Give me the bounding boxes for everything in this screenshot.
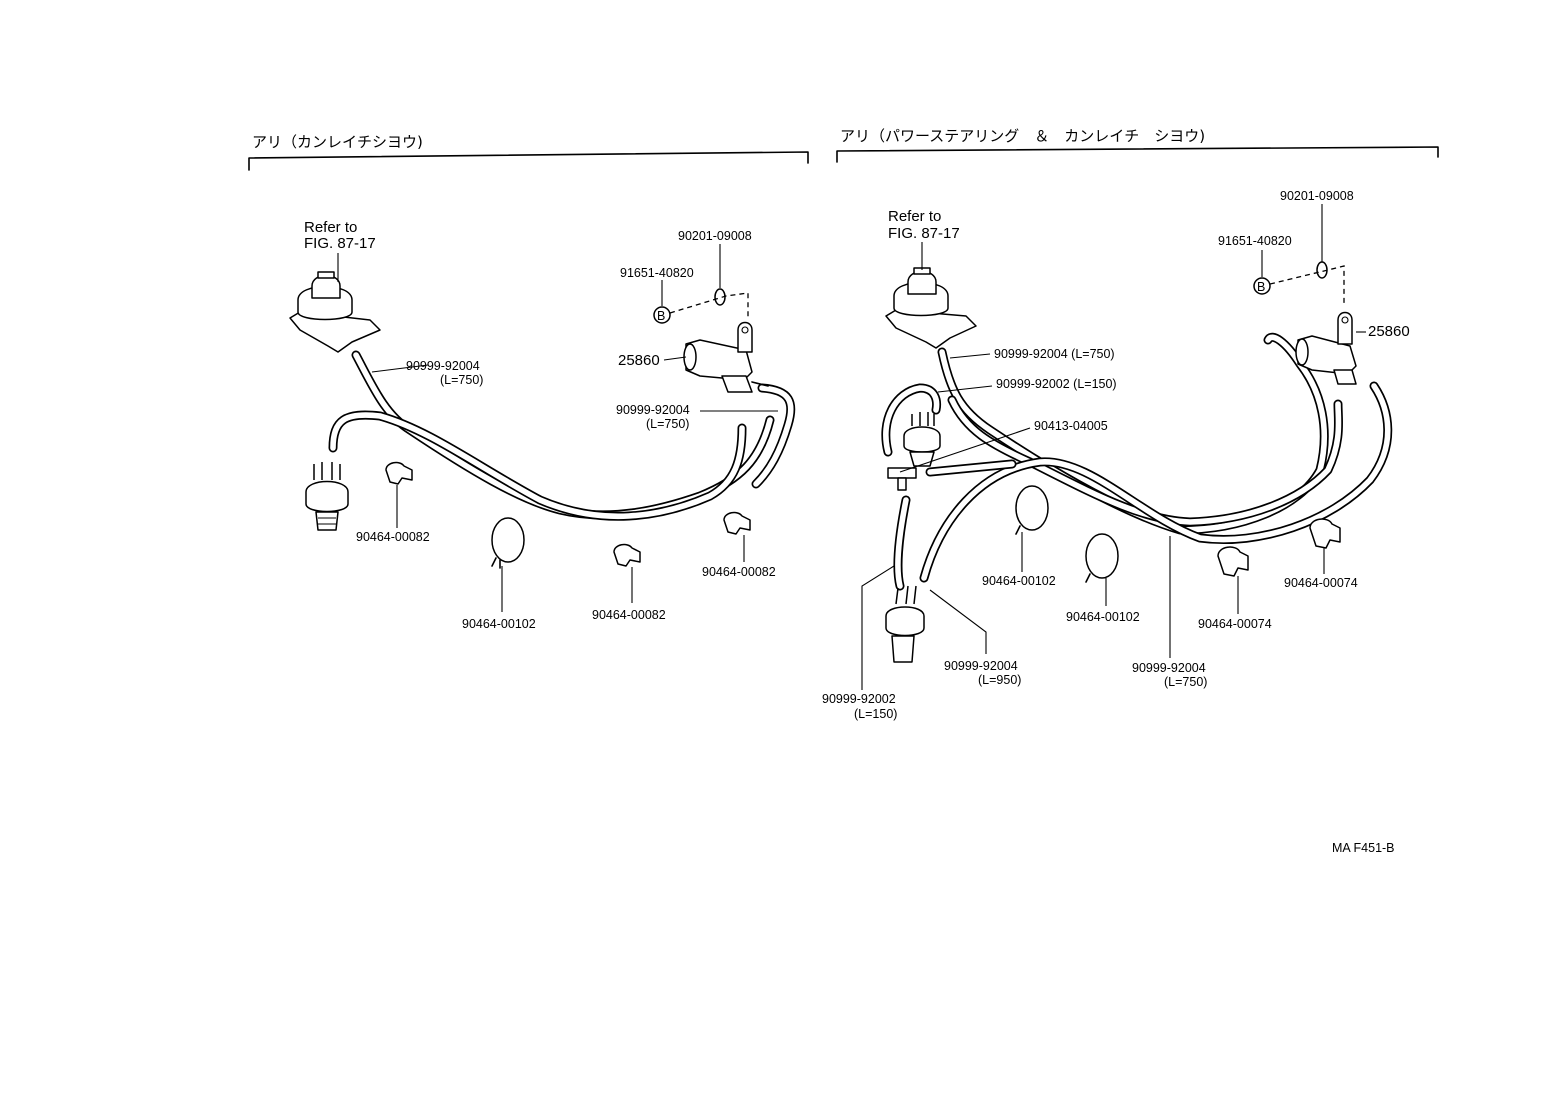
left-washer-icon	[714, 288, 726, 306]
right-tee-joint-icon	[887, 467, 917, 491]
right-label-clamp-b: 90464-00074	[1284, 576, 1358, 590]
right-label-clamp-a: 90464-00074	[1198, 617, 1272, 631]
right-label-90201: 90201-09008	[1280, 189, 1354, 203]
left-band-icon	[491, 517, 525, 569]
right-clamp-a-icon	[1217, 546, 1249, 577]
left-clamp-c-icon	[723, 511, 751, 535]
right-lower-sensor	[885, 585, 925, 663]
right-hose-mid	[947, 395, 1344, 527]
right-label-band-a: 90464-00102	[982, 574, 1056, 588]
left-label-91651: 91651-40820	[620, 266, 694, 280]
left-marker-b-icon	[653, 306, 671, 324]
right-assembly: Refer to FIG. 87-17 25860 90201-09008 B …	[822, 189, 1410, 721]
left-label-hose-right-len: (L=750)	[646, 417, 689, 431]
left-hose-switch	[751, 383, 796, 489]
right-marker-b: B	[1257, 280, 1265, 294]
left-label-clamp-a: 90464-00082	[356, 530, 430, 544]
left-assembly: Refer to FIG. 87-17 25860 90201-09008 B …	[289, 219, 796, 631]
right-label-hose-a: 90999-92004 (L=750)	[994, 347, 1115, 361]
right-label-25860: 25860	[1368, 323, 1410, 340]
right-refer-line1: Refer to	[888, 208, 941, 225]
right-label-band-b: 90464-00102	[1066, 610, 1140, 624]
right-label-hose-e-len: (L=150)	[854, 707, 897, 721]
left-clamp-a-icon	[385, 461, 413, 485]
right-label-91651: 91651-40820	[1218, 234, 1292, 248]
right-vsv-valve	[1295, 311, 1357, 385]
left-label-clamp-b: 90464-00082	[592, 608, 666, 622]
left-hose-lower	[328, 410, 747, 521]
right-label-hose-c: 90999-92004	[944, 659, 1018, 673]
right-section-title: アリ（パワーステアリング ＆ カンレイチ シヨウ)	[840, 127, 1205, 145]
right-label-hose-d-len: (L=750)	[1164, 675, 1207, 689]
left-vacuum-actuator	[289, 271, 381, 353]
right-vacuum-actuator	[885, 267, 977, 349]
right-label-hose-b: 90999-92002 (L=150)	[996, 377, 1117, 391]
left-label-clamp-c: 90464-00082	[702, 565, 776, 579]
left-vacuum-sensor	[305, 462, 349, 531]
right-section-bracket	[836, 146, 1439, 163]
right-label-hose-d: 90999-92004	[1132, 661, 1206, 675]
left-refer-line2: FIG. 87-17	[304, 235, 376, 252]
right-band-b-icon	[1085, 533, 1119, 583]
right-section-header: アリ（パワーステアリング ＆ カンレイチ シヨウ)	[836, 127, 1439, 163]
right-upper-sensor	[903, 412, 941, 467]
right-band-a-icon	[1015, 485, 1049, 535]
right-hose-tee-branch	[925, 459, 1017, 477]
right-label-hose-c-len: (L=950)	[978, 673, 1021, 687]
right-label-tee: 90413-04005	[1034, 419, 1108, 433]
right-marker-b-icon	[1253, 277, 1271, 295]
left-label-90201: 90201-09008	[678, 229, 752, 243]
left-label-25860: 25860	[618, 352, 660, 369]
right-label-hose-e: 90999-92002	[822, 692, 896, 706]
right-clamp-b-icon	[1309, 518, 1341, 549]
left-section-bracket	[248, 151, 809, 171]
left-clamp-b-icon	[613, 543, 641, 567]
diagram-code: MA F451-B	[1332, 841, 1395, 855]
left-marker-b: B	[657, 309, 665, 323]
left-label-hose-top: 90999-92004	[406, 359, 480, 373]
left-label-band: 90464-00102	[462, 617, 536, 631]
left-vsv-valve	[683, 321, 769, 393]
right-hose-short	[881, 383, 942, 457]
left-label-hose-top-len: (L=750)	[440, 373, 483, 387]
right-hose-vertical	[893, 495, 911, 591]
right-refer-line2: FIG. 87-17	[888, 225, 960, 242]
left-section-title: アリ（カンレイチシヨウ)	[252, 133, 423, 151]
left-section-header: アリ（カンレイチシヨウ)	[248, 133, 809, 171]
left-label-hose-right: 90999-92004	[616, 403, 690, 417]
left-refer-line1: Refer to	[304, 219, 357, 236]
right-hose-outer	[919, 381, 1393, 583]
